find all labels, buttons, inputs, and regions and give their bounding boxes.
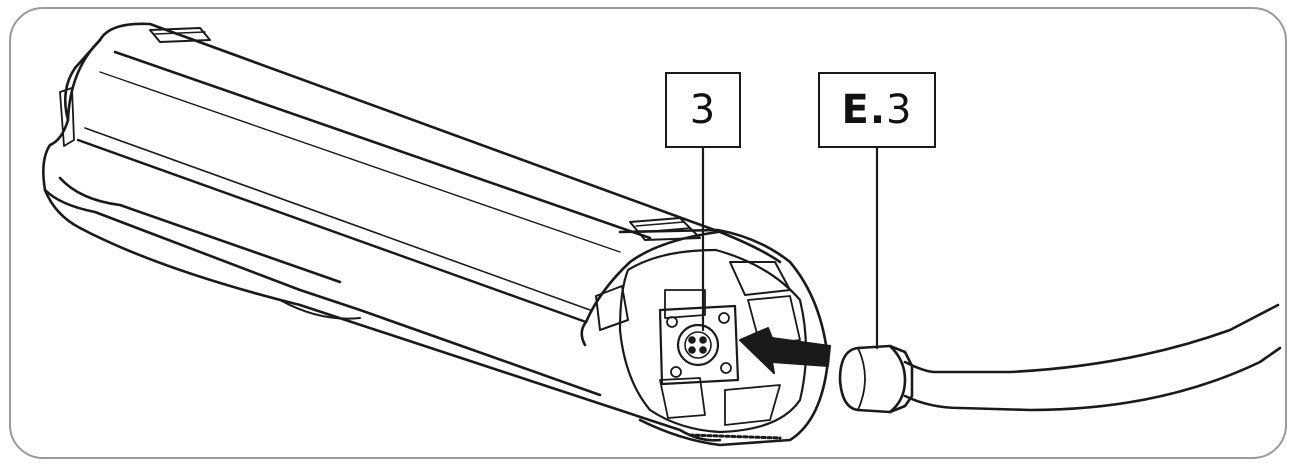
callout-plug-number: 3 (886, 87, 913, 133)
charger-plug-icon (838, 303, 1282, 414)
callout-port-label: 3 (689, 87, 717, 133)
callout-plug-prefix: E. (841, 87, 887, 133)
illustration-frame (9, 7, 1287, 459)
insert-arrow-icon (739, 327, 831, 374)
callout-plug: E.3 (818, 72, 936, 148)
callout-port: 3 (665, 72, 741, 148)
battery-pack-icon (42, 22, 830, 447)
